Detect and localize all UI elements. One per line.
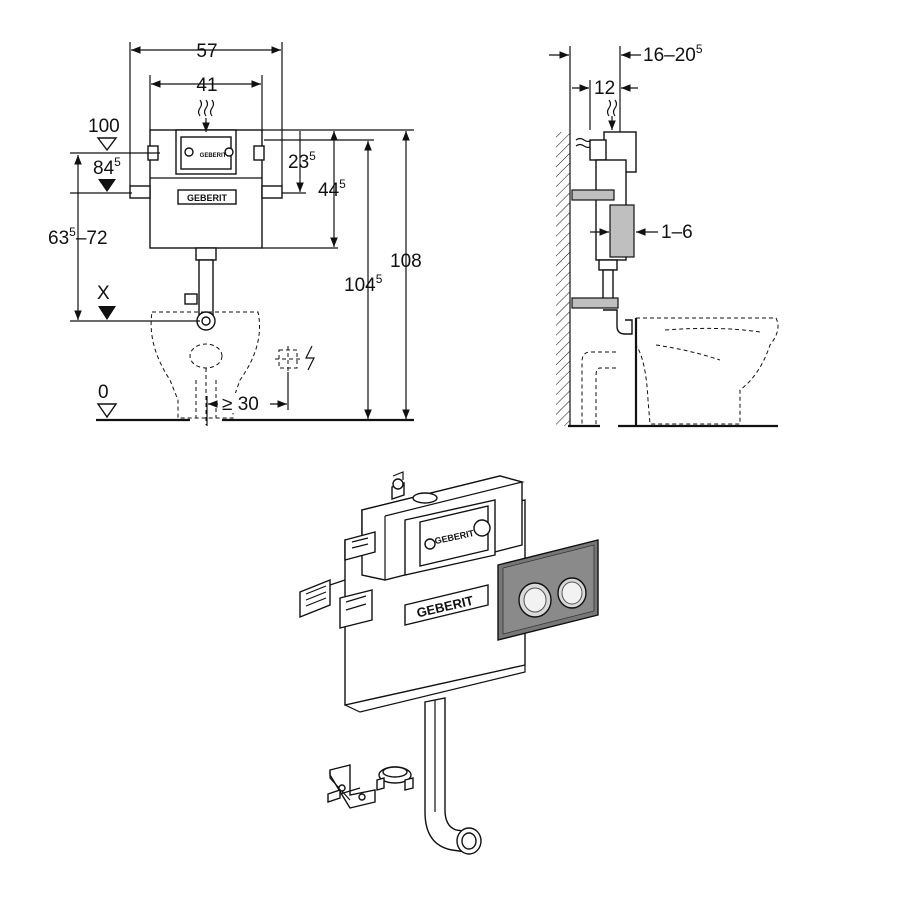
dim-108-label: 108 [390, 251, 422, 272]
flush-pipe-front [184, 247, 217, 331]
brand-text-front: GEBERIT [187, 193, 228, 203]
dim-44-label: 445 [318, 177, 346, 201]
front-view: GEBERIT GEBERIT [48, 41, 422, 426]
water-inlet-icon-side [606, 99, 618, 117]
perspective-view: GEBERIT GEBERIT [299, 471, 599, 855]
cistern-front: GEBERIT GEBERIT [129, 99, 283, 249]
wall-bracket-accessory [329, 764, 376, 809]
electrical-socket [275, 345, 315, 410]
brand-logo-front: GEBERIT [177, 189, 237, 205]
dim-depth-range-label: 16–205 [643, 42, 703, 66]
level-100-label: 100 [88, 116, 120, 137]
level-100-marker [96, 137, 118, 152]
flush-pipe [424, 697, 482, 855]
wall-hatch [556, 132, 570, 426]
screw-icon [327, 787, 361, 803]
dim-width-41: 41 [196, 75, 217, 96]
side-view: 16–205 12 1–6 [549, 42, 779, 428]
mounting-bracket-left [299, 578, 373, 629]
level-84-label: 845 [93, 155, 121, 179]
range-63-72-label: 635–72 [48, 225, 108, 249]
level-0-label: 0 [98, 382, 109, 403]
toilet-outline-front [150, 311, 261, 425]
dim-width-57: 57 [196, 41, 217, 62]
pipe-clamp-accessory [376, 766, 414, 791]
water-inlet-icon [197, 99, 215, 117]
marker-x-triangle [98, 306, 116, 320]
dim-104-label: 1045 [344, 272, 383, 296]
flush-plate [497, 539, 599, 641]
toilet-outline-side [581, 317, 779, 426]
cistern-side [571, 131, 637, 335]
dim-depth-12-label: 12 [594, 78, 615, 99]
dim-min-30-label: ≥ 30 [222, 394, 259, 415]
level-0-marker [96, 403, 118, 419]
brand-text-plate: GEBERIT [200, 153, 227, 159]
marker-x-label: X [97, 283, 110, 304]
dim-1-6-label: 1–6 [661, 222, 693, 243]
flush-plate-side [609, 204, 635, 258]
dim-23-label: 235 [288, 149, 316, 173]
inlet-valve [391, 471, 405, 500]
level-84-marker [98, 179, 116, 192]
lightning-icon [305, 345, 315, 371]
